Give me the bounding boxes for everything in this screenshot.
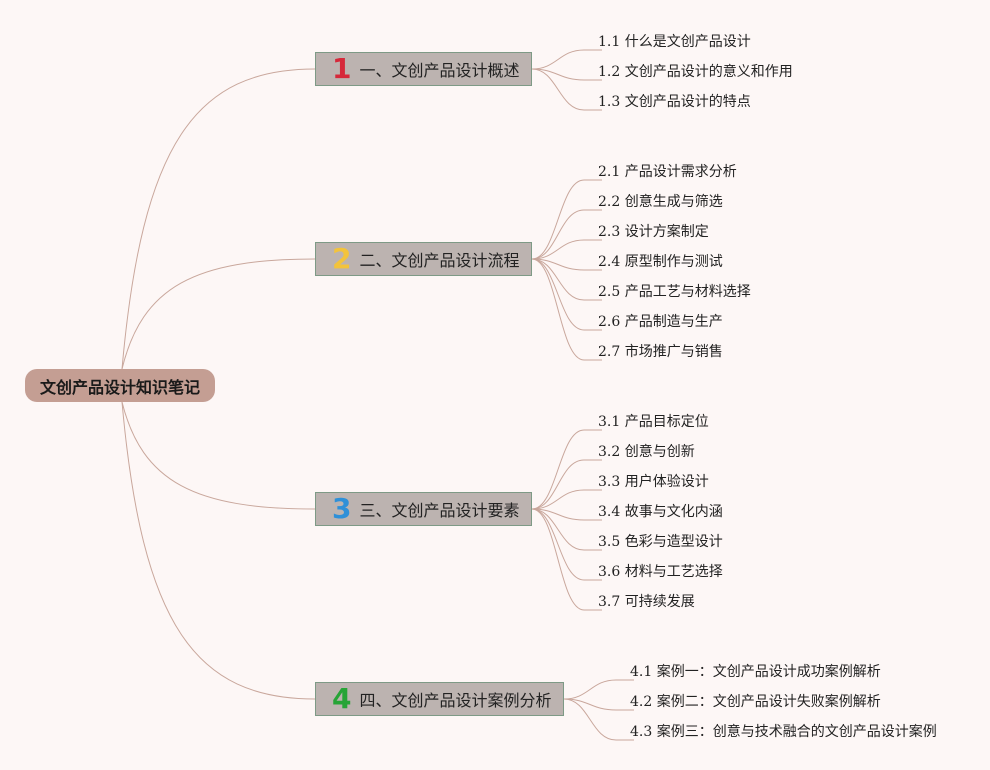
leaf-connector — [531, 68, 602, 81]
leaf-code: 1.2 — [598, 64, 621, 80]
leaf-text: 文创产品设计的意义和作用 — [620, 64, 793, 80]
leaf-text: 创意生成与筛选 — [620, 194, 723, 210]
leaf-code: 4.3 — [630, 724, 653, 740]
leaf-item-1-1[interactable]: 1.1 什么是文创产品设计 — [598, 32, 751, 52]
leaf-item-2-5[interactable]: 2.5 产品工艺与材料选择 — [598, 282, 751, 302]
leaf-item-3-2[interactable]: 3.2 创意与创新 — [598, 442, 695, 462]
root-connector-2 — [121, 258, 316, 370]
leaf-text: 设计方案制定 — [620, 224, 709, 240]
leaf-code: 2.7 — [598, 344, 621, 360]
leaf-text: 案例一：文创产品设计成功案例解析 — [652, 664, 881, 680]
leaf-connector — [563, 698, 634, 711]
leaf-code: 3.7 — [598, 594, 621, 610]
leaf-text: 材料与工艺选择 — [620, 564, 723, 580]
leaf-text: 案例三：创意与技术融合的文创产品设计案例 — [652, 724, 937, 740]
leaf-text: 产品设计需求分析 — [620, 164, 737, 180]
leaf-code: 2.3 — [598, 224, 621, 240]
section-node-4[interactable]: 4 四、文创产品设计案例分析 — [315, 682, 564, 716]
leaf-connector — [531, 508, 602, 581]
leaf-code: 3.1 — [598, 414, 621, 430]
root-connector-3 — [121, 401, 316, 510]
root-connector-4 — [121, 401, 316, 700]
leaf-connector — [531, 68, 602, 111]
leaf-code: 3.5 — [598, 534, 621, 550]
leaf-item-4-1[interactable]: 4.1 案例一：文创产品设计成功案例解析 — [630, 662, 881, 682]
leaf-item-3-7[interactable]: 3.7 可持续发展 — [598, 592, 695, 612]
leaf-connector — [531, 209, 602, 260]
leaf-code: 3.4 — [598, 504, 621, 520]
leaf-code: 2.2 — [598, 194, 621, 210]
leaf-code: 4.1 — [630, 664, 653, 680]
leaf-item-2-2[interactable]: 2.2 创意生成与筛选 — [598, 192, 723, 212]
leaf-item-2-4[interactable]: 2.4 原型制作与测试 — [598, 252, 723, 272]
leaf-code: 1.1 — [598, 34, 621, 50]
leaf-connector — [563, 698, 634, 741]
section-label: 二、文创产品设计流程 — [359, 251, 520, 270]
number-badge-1: 1 — [332, 52, 352, 85]
leaf-text: 可持续发展 — [620, 594, 695, 610]
leaf-text: 什么是文创产品设计 — [620, 34, 751, 50]
leaf-connector — [563, 679, 634, 700]
leaf-item-3-5[interactable]: 3.5 色彩与造型设计 — [598, 532, 723, 552]
section-label: 一、文创产品设计概述 — [359, 61, 520, 80]
leaf-text: 产品工艺与材料选择 — [620, 284, 751, 300]
leaf-code: 4.2 — [630, 694, 653, 710]
leaf-item-2-6[interactable]: 2.6 产品制造与生产 — [598, 312, 723, 332]
section-label: 三、文创产品设计要素 — [359, 501, 520, 520]
leaf-text: 市场推广与销售 — [620, 344, 723, 360]
leaf-connector — [531, 258, 602, 331]
leaf-code: 2.5 — [598, 284, 621, 300]
leaf-text: 色彩与造型设计 — [620, 534, 723, 550]
leaf-connector — [531, 489, 602, 510]
leaf-connector — [531, 508, 602, 611]
root-node[interactable]: 文创产品设计知识笔记 — [25, 369, 215, 402]
leaf-text: 文创产品设计的特点 — [620, 94, 751, 110]
leaf-item-3-4[interactable]: 3.4 故事与文化内涵 — [598, 502, 723, 522]
section-node-2[interactable]: 2 二、文创产品设计流程 — [315, 242, 532, 276]
leaf-text: 用户体验设计 — [620, 474, 709, 490]
leaf-connector — [531, 239, 602, 260]
leaf-text: 创意与创新 — [620, 444, 695, 460]
leaf-connector — [531, 258, 602, 301]
leaf-text: 故事与文化内涵 — [620, 504, 723, 520]
leaf-item-2-3[interactable]: 2.3 设计方案制定 — [598, 222, 709, 242]
leaf-code: 2.4 — [598, 254, 621, 270]
leaf-item-3-1[interactable]: 3.1 产品目标定位 — [598, 412, 709, 432]
root-connector-1 — [121, 68, 316, 370]
leaf-text: 产品制造与生产 — [620, 314, 723, 330]
leaf-item-4-2[interactable]: 4.2 案例二：文创产品设计失败案例解析 — [630, 692, 881, 712]
leaf-item-2-7[interactable]: 2.7 市场推广与销售 — [598, 342, 723, 362]
leaf-connector — [531, 508, 602, 551]
leaf-item-2-1[interactable]: 2.1 产品设计需求分析 — [598, 162, 737, 182]
leaf-text: 原型制作与测试 — [620, 254, 723, 270]
number-badge-4: 4 — [332, 682, 352, 715]
leaf-code: 3.3 — [598, 474, 621, 490]
leaf-item-1-2[interactable]: 1.2 文创产品设计的意义和作用 — [598, 62, 793, 82]
leaf-connector — [531, 258, 602, 271]
leaf-text: 案例二：文创产品设计失败案例解析 — [652, 694, 881, 710]
leaf-item-4-3[interactable]: 4.3 案例三：创意与技术融合的文创产品设计案例 — [630, 722, 937, 742]
leaf-item-3-6[interactable]: 3.6 材料与工艺选择 — [598, 562, 723, 582]
leaf-connector — [531, 429, 602, 510]
leaf-connector — [531, 459, 602, 510]
leaf-code: 3.2 — [598, 444, 621, 460]
leaf-code: 2.1 — [598, 164, 621, 180]
root-label: 文创产品设计知识笔记 — [39, 377, 200, 397]
leaf-connector — [531, 49, 602, 70]
leaf-connector — [531, 179, 602, 260]
section-node-3[interactable]: 3 三、文创产品设计要素 — [315, 492, 532, 526]
number-badge-3: 3 — [332, 492, 352, 525]
leaf-code: 1.3 — [598, 94, 621, 110]
section-label: 四、文创产品设计案例分析 — [359, 691, 552, 710]
leaf-connector — [531, 258, 602, 361]
number-badge-2: 2 — [332, 242, 352, 275]
leaf-code: 2.6 — [598, 314, 621, 330]
leaf-connector — [531, 508, 602, 521]
leaf-item-1-3[interactable]: 1.3 文创产品设计的特点 — [598, 92, 751, 112]
leaf-code: 3.6 — [598, 564, 621, 580]
section-node-1[interactable]: 1 一、文创产品设计概述 — [315, 52, 532, 86]
leaf-item-3-3[interactable]: 3.3 用户体验设计 — [598, 472, 709, 492]
leaf-text: 产品目标定位 — [620, 414, 709, 430]
